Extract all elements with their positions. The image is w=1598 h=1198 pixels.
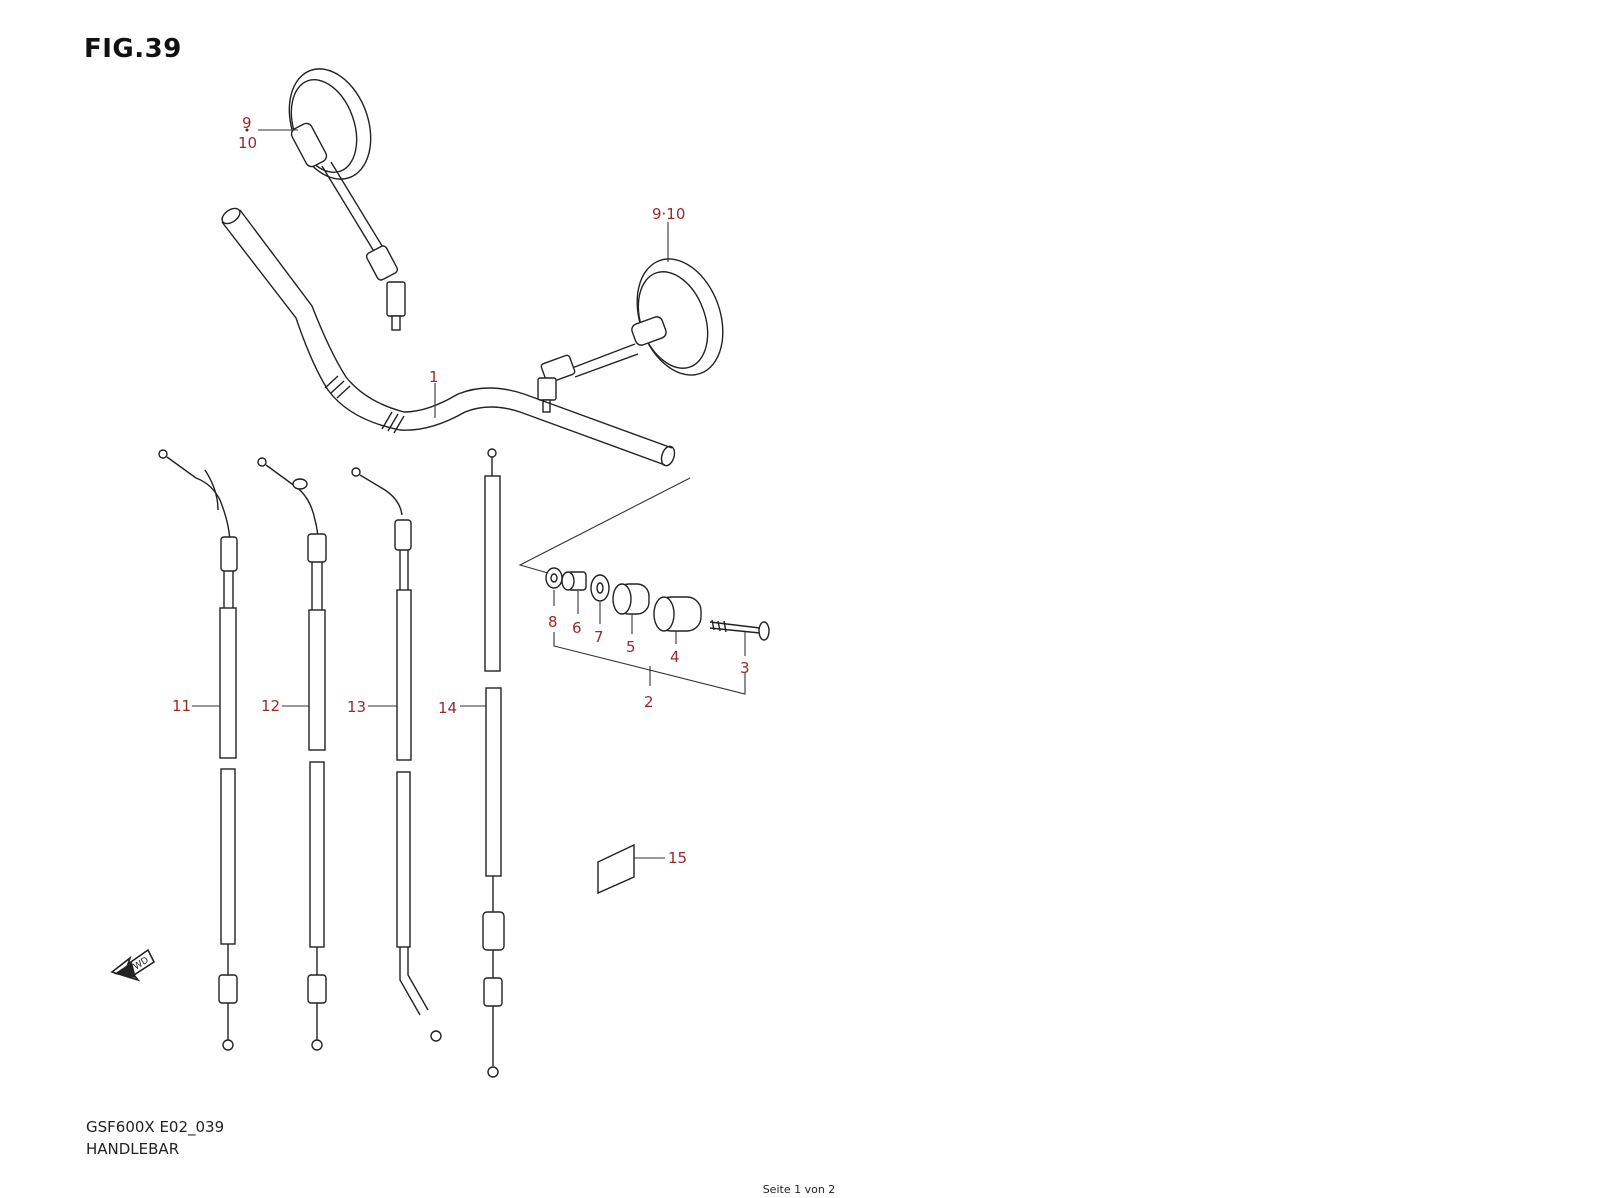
part-6-spacer <box>561 571 587 591</box>
model-code: GSF600X E02_039 <box>86 1118 225 1136</box>
callout-14: 14 <box>438 699 457 717</box>
cable-12[interactable] <box>257 457 327 1051</box>
cable-11[interactable] <box>158 449 238 1051</box>
part-5-weight <box>612 583 650 615</box>
handlebar[interactable] <box>219 205 676 467</box>
callout-13: 13 <box>347 698 366 716</box>
callout-9-10-right: 9·10 <box>652 205 685 223</box>
callout-3: 3 <box>740 659 750 677</box>
callout-10-left: 10 <box>238 134 257 152</box>
callout-12: 12 <box>261 697 280 715</box>
fwd-arrow-icon: FWD <box>110 948 156 982</box>
page-footer: Seite 1 von 2 <box>762 1183 836 1196</box>
callout-7: 7 <box>594 628 604 646</box>
cable-14[interactable] <box>482 448 505 1078</box>
cable-13[interactable] <box>351 467 442 1042</box>
bar-end-kit[interactable] <box>545 567 770 695</box>
callout-2: 2 <box>644 693 654 711</box>
callout-11: 11 <box>172 697 191 715</box>
callout-8: 8 <box>548 613 558 631</box>
part-7-washer <box>590 574 610 602</box>
part-3-screw <box>709 619 770 641</box>
section-name: HANDLEBAR <box>86 1140 180 1158</box>
label-sticker-15[interactable] <box>597 843 635 895</box>
callout-1: 1 <box>429 368 439 386</box>
part-8-nut <box>545 567 563 589</box>
part-4-weight <box>653 596 702 632</box>
figure-title: FIG.39 <box>84 34 182 64</box>
callout-6: 6 <box>572 619 582 637</box>
callout-4: 4 <box>670 648 680 666</box>
right-mirror[interactable] <box>537 247 738 413</box>
callout-9-left: 9 <box>242 114 252 132</box>
left-mirror[interactable] <box>275 57 406 331</box>
callout-5: 5 <box>626 638 636 656</box>
callout-15: 15 <box>668 849 687 867</box>
